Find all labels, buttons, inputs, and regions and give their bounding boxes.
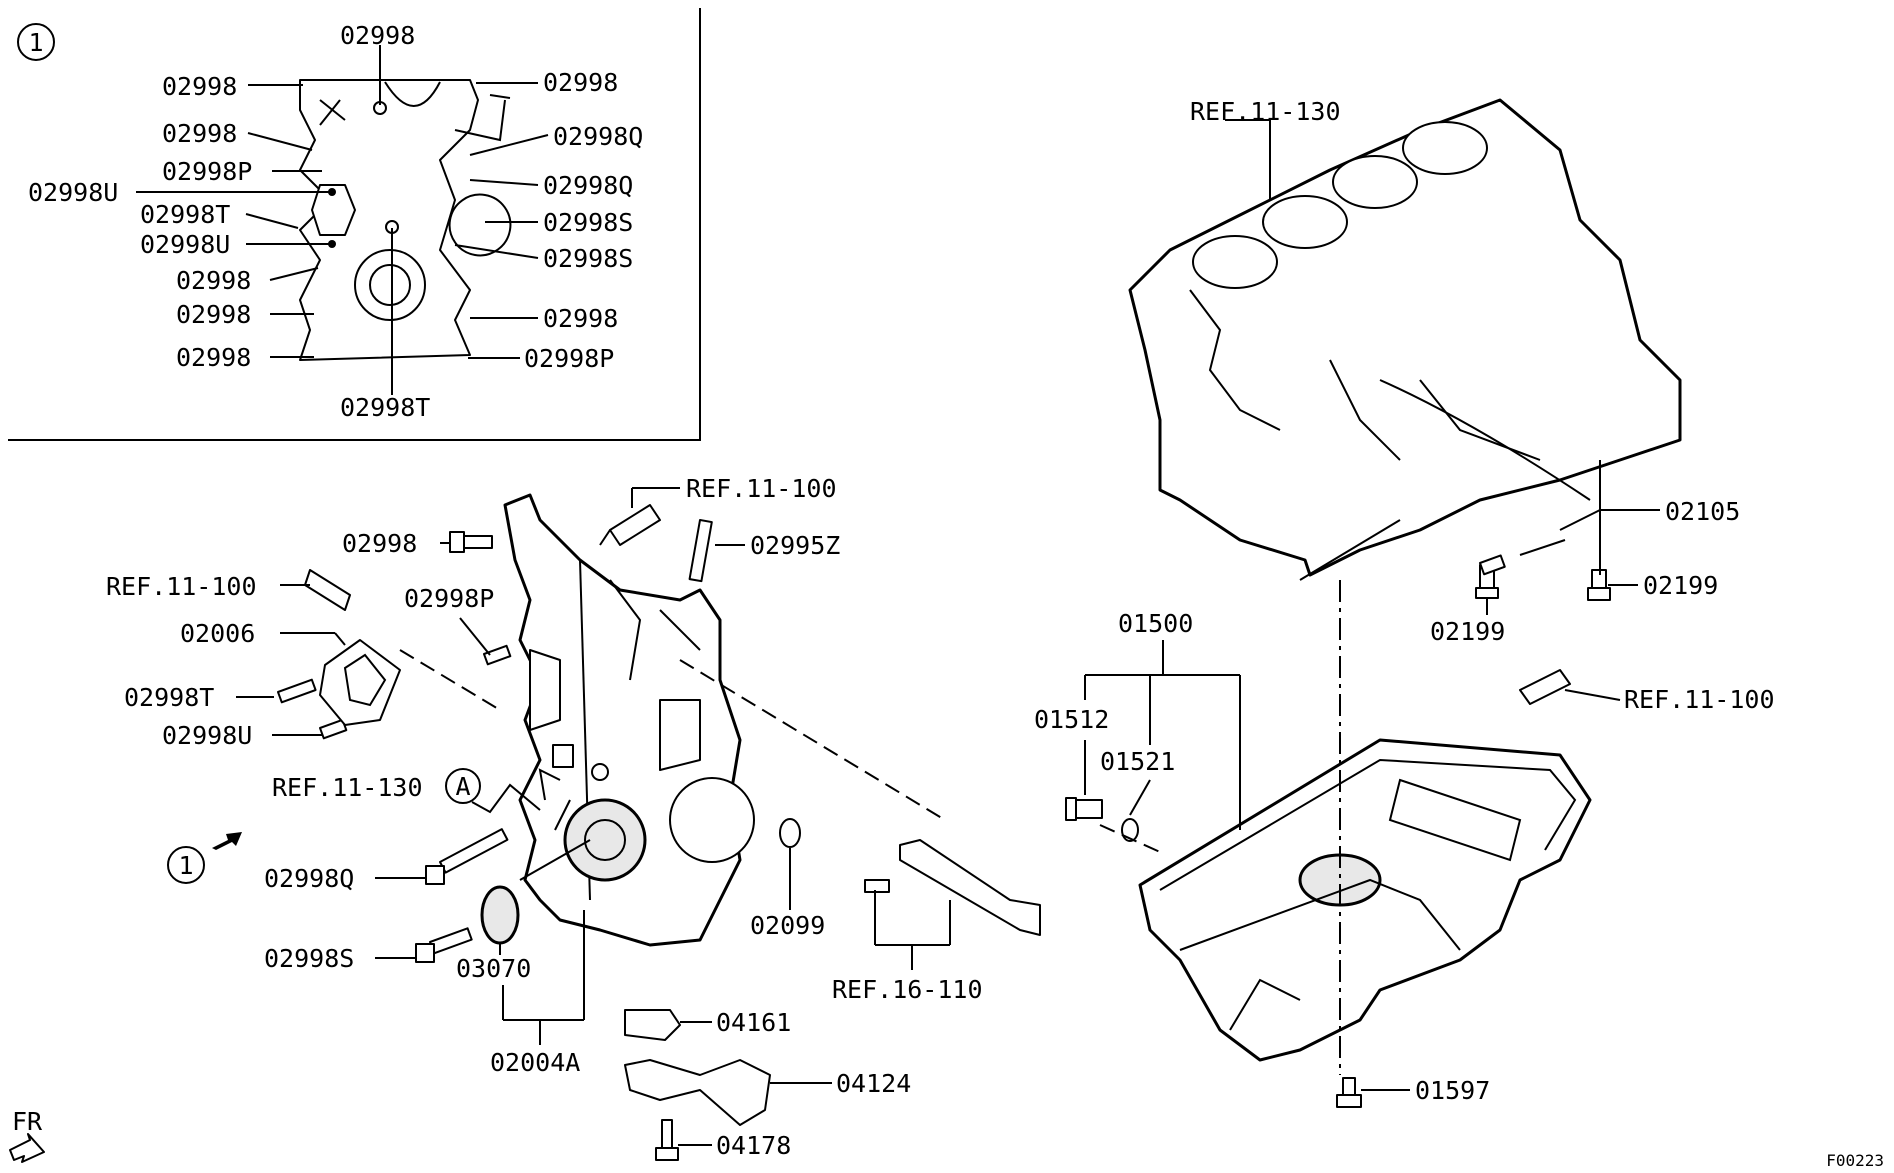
ref-16-110-link[interactable]: REF.16-110 [832,975,983,1004]
part-02199-a-label: 02199 [1643,571,1718,600]
inset-label-13: 02998S [543,208,633,237]
part-02998S-label: 02998S [264,944,354,973]
ref-marker-a-label: A [455,772,470,801]
part-02995Z-label: 02995Z [750,531,840,560]
part-01521-label: 01521 [1100,747,1175,776]
timing-chain-case [503,493,755,947]
inset-label-10: 02998 [176,343,251,372]
inset-label-16: 02998P [524,344,614,373]
ref-11-100-a-link[interactable]: REF.11-100 [686,474,837,503]
inset-label-5: 02998U [28,178,118,207]
callouts: REF.11-130 02105 02199 02199 REF.11-100 … [106,97,1775,1160]
inset-label-9: 02998 [176,300,251,329]
part-02998-label: 02998 [342,529,417,558]
inset-timing-cover-drawing [299,79,512,361]
view-marker-circle [17,23,55,61]
bolt-icon [449,531,493,553]
part-02099-label: 02099 [750,911,825,940]
part-01500-label: 01500 [1118,609,1193,638]
sealant-tube-icon [1519,669,1571,705]
drain-plug-icon [1065,797,1103,821]
bolt-icon [415,927,473,963]
bolt-icon [1336,1077,1362,1108]
bolt-icon [655,1119,679,1161]
inset-label-15: 02998 [543,304,618,333]
ref-11-130-a-link[interactable]: REF.11-130 [272,773,423,802]
inset-callouts: 02998 02998 02998 02998 02998P 02998U 02… [28,21,643,422]
ref-11-100-a-label: REF.11-100 [686,474,837,503]
part-01597-label: 01597 [1415,1076,1490,1105]
ref-11-130-a-label: REF.11-130 [272,773,423,802]
front-marker: FR [9,1107,45,1163]
oil-strainer-icon [624,1059,771,1126]
inset-label-4: 02998P [162,157,252,186]
part-01512-label: 01512 [1034,705,1109,734]
inset-label-0: 02998 [162,72,237,101]
stud-bolt-icon [864,879,890,893]
part-04124-label: 04124 [836,1069,911,1098]
inset-label-17: 02998T [340,393,430,422]
inset-label-7: 02998U [140,230,230,259]
gasket-icon [319,639,401,726]
assembly-lines [399,460,1601,1075]
gasket-small-icon [624,1009,681,1041]
ref-marker-a-circle [445,768,481,804]
oil-pan [1138,738,1592,1062]
bolt-icon [482,644,512,666]
sealant-tube-icon [304,569,351,611]
diagram-code: F00223 [1826,1151,1884,1170]
bolt-icon [425,828,509,885]
part-02004A-label: 02004A [490,1048,580,1077]
part-02998P-label: 02998P [404,584,494,613]
ref-11-100-b-label: REF.11-100 [106,572,257,601]
stud-icon [688,518,713,583]
part-02998Q-label: 02998Q [264,864,354,893]
front-direction-arrow-icon [9,1133,45,1163]
part-02199-b-label: 02199 [1430,617,1505,646]
inset-label-12: 02998Q [543,171,633,200]
ref-11-100-b-link[interactable]: REF.11-100 [106,572,257,601]
part-02006-label: 02006 [180,619,255,648]
small-parts [277,504,1611,1161]
inset-label-14: 02998S [543,244,633,273]
part-02998U-label: 02998U [162,721,252,750]
gasket-ring-icon [1121,818,1139,842]
ref-11-130-top-label: REF.11-130 [1190,97,1341,126]
inset-label-8: 02998 [176,266,251,295]
ref-11-100-c-label: REF.11-100 [1624,685,1775,714]
part-03070-label: 03070 [456,954,531,983]
inset-label-11: 02998Q [553,122,643,151]
sealant-tube-icon [599,504,661,546]
part-02105-label: 02105 [1665,497,1740,526]
inset-label-1: 02998 [340,21,415,50]
view-marker-label: 1 [28,28,43,57]
part-04178-label: 04178 [716,1131,791,1160]
part-02998T-label: 02998T [124,683,214,712]
oil-seal-icon [480,885,520,945]
bolt-icon [277,678,317,704]
ref-16-110-label: REF.16-110 [832,975,983,1004]
ref-11-100-c-link[interactable]: REF.11-100 [1624,685,1775,714]
inset-view-1: 1 02998 02998 02998 02998 02998P [8,8,701,441]
part-04161-label: 04161 [716,1008,791,1037]
bracket-icon [899,839,1041,936]
view-marker-main-label: 1 [178,851,193,880]
view-direction-arrow-icon [212,832,242,850]
ref-11-130-top-link[interactable]: REF.11-130 [1190,97,1341,126]
front-marker-label: FR [12,1107,43,1136]
inset-label-2: 02998 [543,68,618,97]
inset-label-3: 02998 [162,119,237,148]
bolt-icon [1478,554,1506,576]
view-marker-main-circle [167,846,205,884]
inset-label-6: 02998T [140,200,230,229]
o-ring-icon [779,818,801,848]
cylinder-block-ref [1128,98,1682,581]
